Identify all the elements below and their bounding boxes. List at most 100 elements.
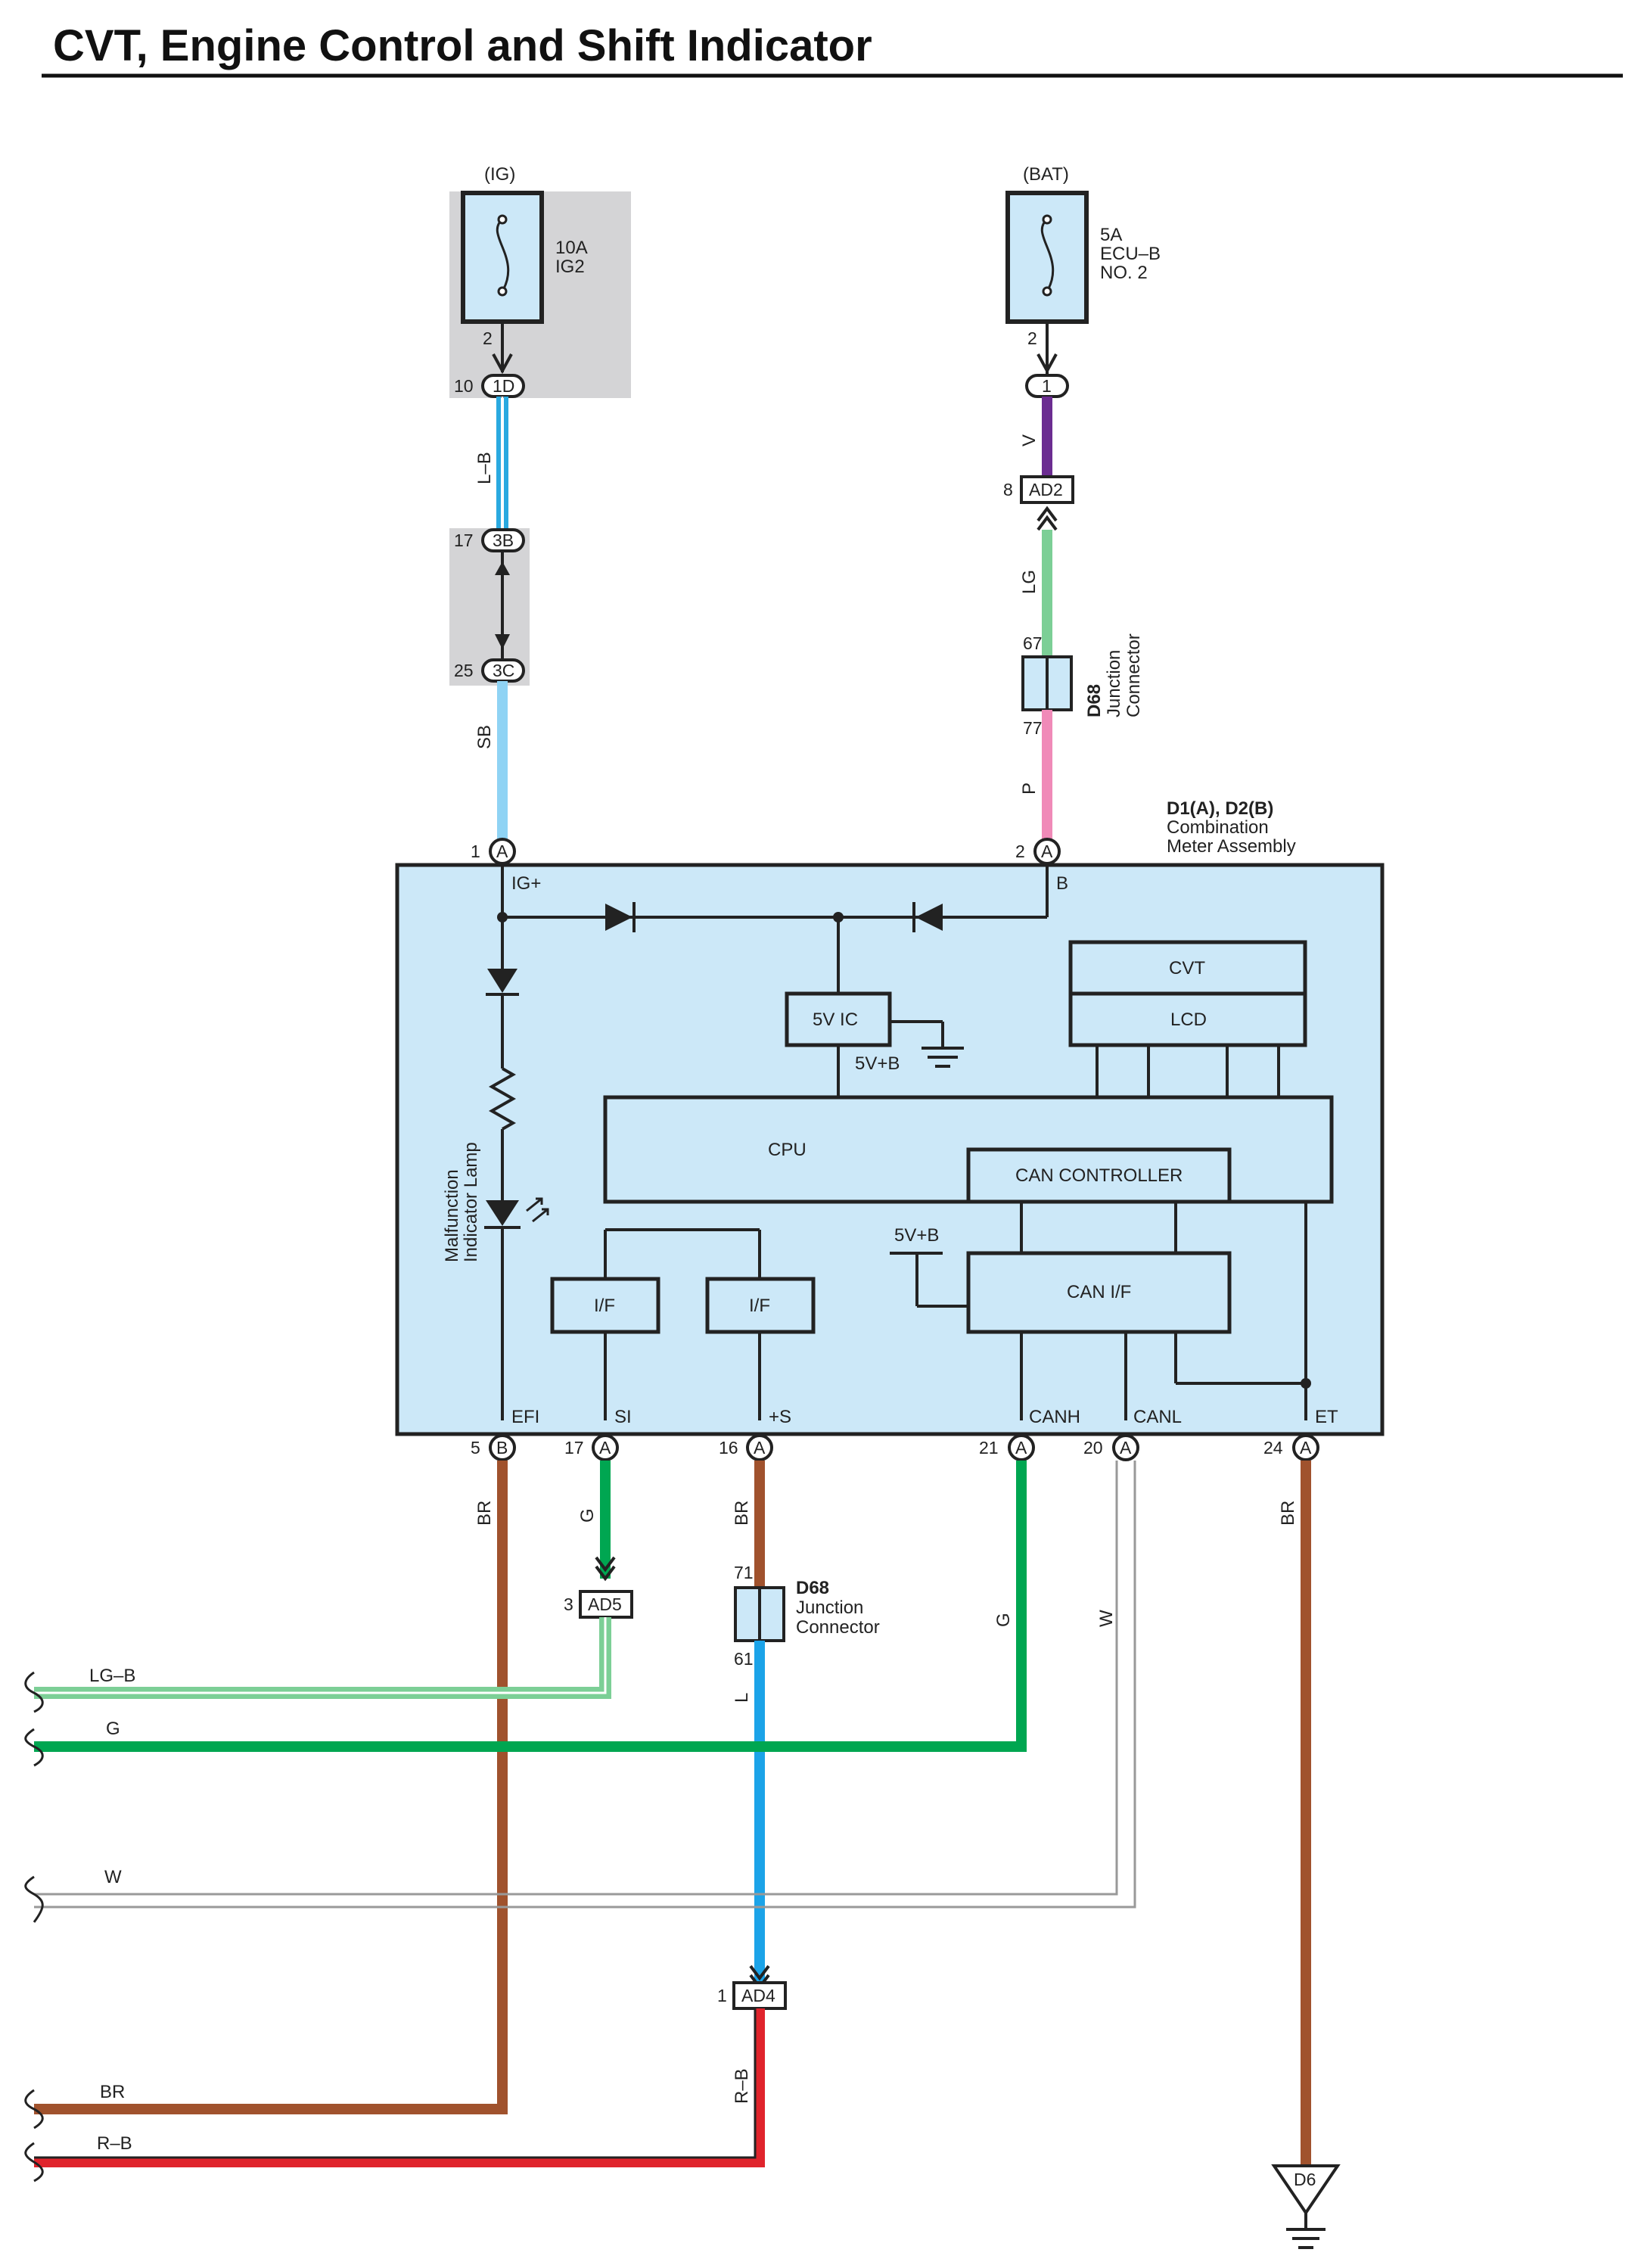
cvt-label: CVT: [1169, 958, 1205, 978]
bat-source-label: (BAT): [1023, 164, 1069, 185]
fuse-ecub-no: NO. 2: [1100, 263, 1148, 283]
ground-d6: [1271, 2164, 1341, 2216]
pin-b-label: B: [496, 1438, 508, 1458]
arrow-down-icon: [595, 1556, 616, 1582]
if-label: I/F: [749, 1296, 770, 1316]
connector-1-label: 1: [1042, 376, 1052, 396]
if-box-si: [550, 1277, 660, 1334]
meter-name-1: Combination: [1167, 817, 1269, 838]
v5b-label: 5V+B: [855, 1053, 900, 1074]
meter-name-2: Meter Assembly: [1167, 836, 1296, 857]
pin-a-label: A: [599, 1438, 611, 1458]
can-controller-label: CAN CONTROLLER: [1015, 1165, 1183, 1186]
ground-d6-label: D6: [1294, 2170, 1316, 2189]
resistor-icon: [488, 1067, 517, 1131]
diode-icon: [605, 904, 632, 931]
connector-ad2-label: AD2: [1029, 480, 1063, 499]
if-label: I/F: [594, 1296, 615, 1316]
wire-br-label: BR: [100, 2082, 125, 2102]
arrow-up-icon: [495, 562, 510, 575]
wire-rb-label: R–B: [97, 2133, 132, 2154]
terminal-canh: CANH: [1029, 1407, 1080, 1427]
wire-br-label: BR: [1278, 1501, 1298, 1526]
cvt-box: [1068, 940, 1307, 996]
wire-sb-label: SB: [474, 725, 495, 749]
fuse-ecub-amp: 5A: [1100, 225, 1122, 245]
terminal-ig-plus: IG+: [511, 873, 541, 894]
wire-br-label: BR: [474, 1501, 495, 1526]
pin-label: 2: [1027, 328, 1037, 348]
pin-label: 17: [564, 1438, 584, 1458]
diode-icon: [487, 969, 517, 993]
pin-label: 10: [454, 376, 474, 396]
wire-w: [34, 1461, 1118, 1896]
pin-label: 67: [1023, 633, 1043, 653]
connector-1d-label: 1D: [493, 376, 514, 396]
fuse-ig2-name: IG2: [555, 257, 585, 277]
fuse-ecub: [1005, 191, 1089, 324]
page-title: CVT, Engine Control and Shift Indicator: [53, 21, 872, 70]
pin-label: 21: [979, 1438, 999, 1458]
pin-label: 61: [734, 1649, 754, 1669]
junction-d68-code-2: D68: [796, 1578, 829, 1598]
connector-ad5-label: AD5: [588, 1594, 622, 1614]
lcd-box: [1068, 991, 1307, 1047]
pin-a-label: A: [1041, 842, 1053, 861]
wire-break-icon: [24, 1671, 44, 1767]
junction-name-1: Junction: [1104, 650, 1124, 717]
can-controller-box: [966, 1147, 1232, 1204]
arrow-down-icon: [495, 634, 510, 649]
pin-a-label: A: [1120, 1438, 1132, 1458]
lamp-led-icon: [486, 1200, 519, 1226]
wire-lg-label: LG: [1019, 570, 1040, 594]
connector-ad4-label: AD4: [741, 1986, 775, 2005]
wire-w-label: W: [1096, 1610, 1117, 1627]
pin-label: 8: [1003, 480, 1013, 499]
pin-a-label: A: [496, 842, 508, 861]
can-if-label: CAN I/F: [1067, 1282, 1131, 1302]
arrow-up-icon: [1037, 506, 1058, 531]
pin-label: 1: [471, 842, 480, 861]
wire-w-label: W: [104, 1867, 122, 1887]
pin-label: 17: [454, 530, 474, 550]
wire-rb: [34, 2008, 765, 2167]
fuse-ig2: [461, 191, 544, 324]
junction-name-2: Connector: [1124, 633, 1144, 717]
cpu-label: CPU: [768, 1140, 807, 1160]
wire-g-label: G: [577, 1508, 598, 1523]
fuse-ecub-element: [1040, 218, 1055, 292]
fuse-ig2-element: [496, 218, 510, 292]
pin-a-label: A: [754, 1438, 766, 1458]
pin-label: 25: [454, 661, 474, 680]
pin-label: 71: [734, 1563, 754, 1582]
arrow-down-icon: [492, 353, 513, 375]
terminal-si: SI: [614, 1407, 632, 1427]
ic-5v-box: [785, 991, 892, 1047]
wire-lb-label: L–B: [474, 452, 495, 484]
connector-ad2: [1020, 475, 1074, 504]
wire-br-label: BR: [732, 1501, 752, 1526]
pin-label: 1: [717, 1986, 727, 2005]
pin-label: 3: [564, 1594, 573, 1614]
connector-3c-label: 3C: [493, 661, 514, 680]
pin-a-label: A: [1300, 1438, 1312, 1458]
terminal-s-plus: +S: [769, 1407, 791, 1427]
terminal-et: ET: [1315, 1407, 1338, 1427]
pin-label: 24: [1263, 1438, 1283, 1458]
pin-label: 5: [471, 1438, 480, 1458]
pin-label: 20: [1083, 1438, 1103, 1458]
pin-label: 16: [719, 1438, 738, 1458]
wire-l-label: L: [732, 1693, 752, 1703]
ic-5v-label: 5V IC: [813, 1010, 858, 1030]
fuse-ig2-amp: 10A: [555, 238, 588, 258]
terminal-canl: CANL: [1133, 1407, 1182, 1427]
terminal-b: B: [1056, 873, 1068, 894]
mil-label-1: Malfunction: [442, 1169, 462, 1262]
wire-v-label: V: [1019, 434, 1040, 446]
v5b-label-2: 5V+B: [894, 1225, 939, 1246]
pin-a-label: A: [1015, 1438, 1027, 1458]
terminal-efi: EFI: [511, 1407, 539, 1427]
wire-rb-label: R–B: [732, 2068, 752, 2104]
can-if-box: [966, 1251, 1232, 1334]
wire-g-label: G: [993, 1613, 1014, 1627]
